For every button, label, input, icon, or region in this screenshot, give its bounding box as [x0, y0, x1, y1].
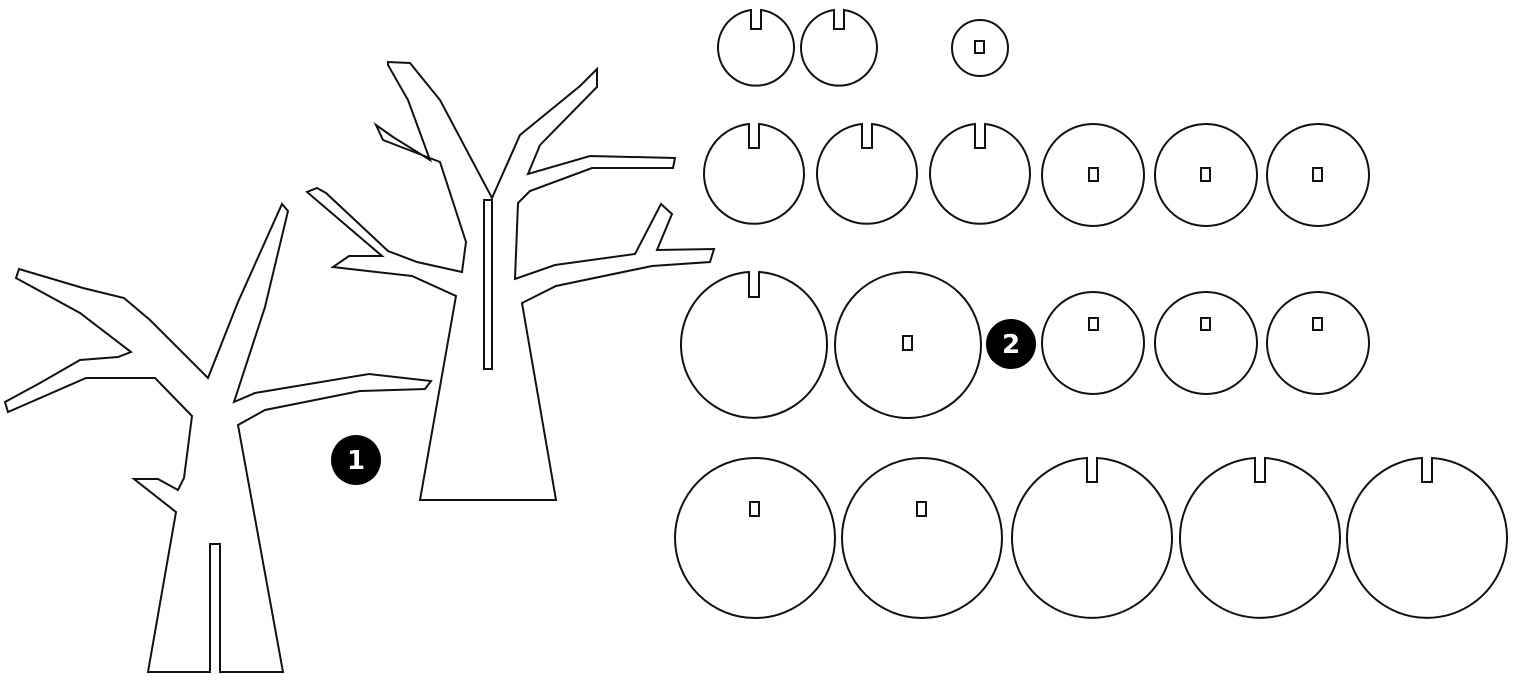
disc-piece: [1154, 291, 1258, 395]
marker-2: 2: [986, 319, 1036, 369]
disc-piece: [1179, 456, 1341, 619]
disc-piece: [680, 270, 828, 419]
disc-piece: [674, 457, 836, 619]
disc-piece: [841, 457, 1003, 619]
disc-hole: [1312, 317, 1323, 331]
disc-piece: [1041, 291, 1145, 395]
disc-hole: [1200, 167, 1211, 182]
disc-piece: [800, 8, 878, 87]
marker-1: 1: [331, 435, 381, 485]
disc-hole: [916, 501, 927, 517]
disc-hole: [1088, 167, 1099, 182]
disc-hole: [1088, 317, 1099, 331]
marker-2-circle: [986, 319, 1036, 369]
disc-piece: [1266, 291, 1370, 395]
marker-1-label: 1: [347, 446, 365, 476]
marker-2-label: 2: [1002, 330, 1020, 360]
disc-piece: [703, 122, 805, 225]
tree-piece-front: [3, 202, 433, 673]
disc-hole: [1312, 167, 1323, 182]
disc-hole: [902, 335, 913, 351]
disc-piece: [1346, 456, 1508, 619]
disc-piece: [929, 122, 1031, 225]
disc-hole: [974, 40, 985, 54]
disc-hole: [1200, 317, 1211, 331]
disc-piece: [816, 122, 918, 225]
tree-piece-back: [305, 60, 716, 501]
disc-piece: [1011, 456, 1173, 619]
disc-piece: [717, 8, 795, 87]
marker-1-circle: [331, 435, 381, 485]
disc-hole: [749, 501, 760, 517]
